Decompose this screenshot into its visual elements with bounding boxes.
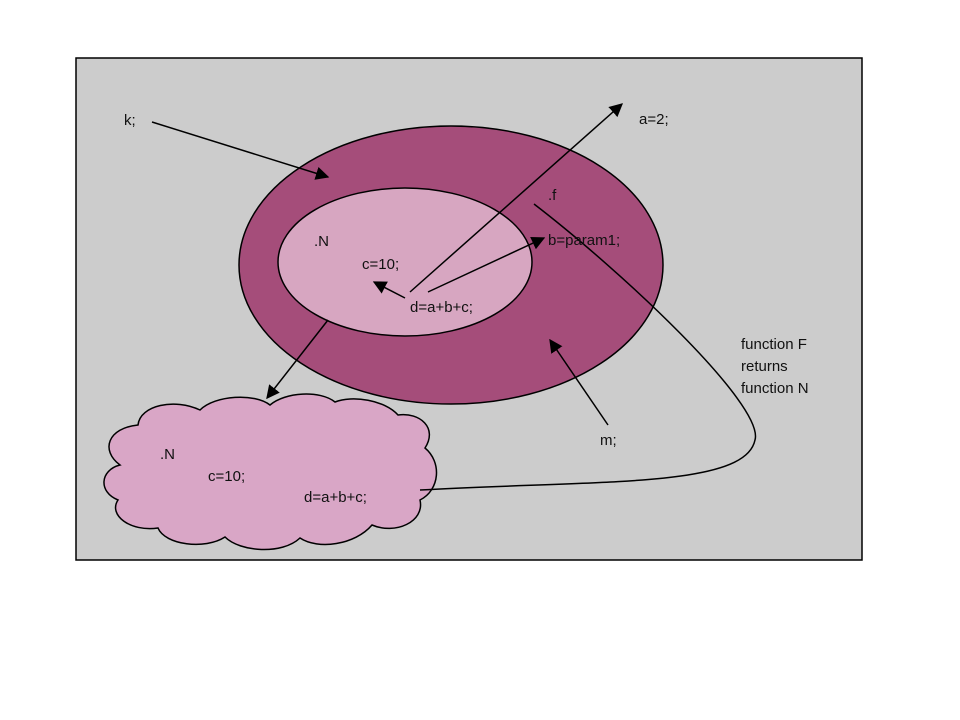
arrow-inner-scope-to-cloud (266, 319, 329, 400)
label-c-inner: c=10; (362, 256, 399, 273)
label-b: b=param1; (548, 232, 620, 249)
label-f: .f (548, 187, 557, 204)
arrow-d-to-b (427, 237, 546, 293)
note-line-2: returns (741, 358, 788, 375)
label-d-inner: d=a+b+c; (410, 299, 473, 316)
label-d-cloud: d=a+b+c; (304, 489, 367, 506)
label-k: k; (124, 112, 136, 129)
label-c-cloud: c=10; (208, 468, 245, 485)
arrow-k-to-outer-scope (151, 121, 330, 180)
note-line-1: function F (741, 336, 807, 353)
connector-f-to-cloud (419, 203, 757, 491)
arrow-m-to-outer-scope (549, 338, 609, 426)
label-a: a=2; (639, 111, 669, 128)
arrow-d-to-a (409, 103, 624, 293)
closure-cloud (103, 393, 438, 551)
arrow-d-to-c (372, 281, 406, 299)
note-line-3: function N (741, 380, 809, 397)
label-m: m; (600, 432, 617, 449)
inner-scope-n (277, 187, 533, 337)
label-n-inner: .N (314, 233, 329, 250)
label-n-cloud: .N (160, 446, 175, 463)
